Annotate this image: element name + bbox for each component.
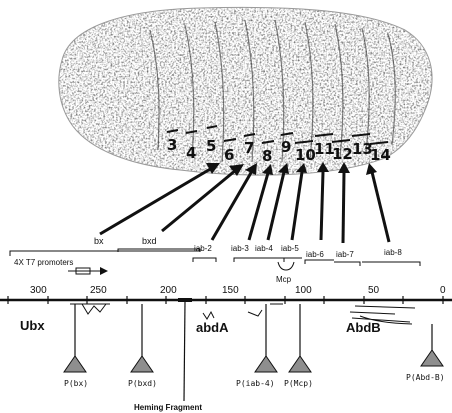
svg-text:P(bxd): P(bxd) (128, 379, 157, 388)
tick-label-250: 250 (90, 285, 107, 296)
arrow-iab4-to-9 (266, 163, 289, 241)
gene-labels: Ubx abdA AbdB (20, 318, 381, 335)
abda-transcript (247, 303, 283, 317)
arrow-iab2-to-7 (210, 163, 257, 241)
promoter-bxd: P(bxd) (128, 304, 157, 388)
region-iab6-bracket (304, 259, 334, 264)
svg-text:12: 12 (332, 145, 353, 163)
arrow-bxd-to-6 (161, 164, 244, 233)
svg-text:7: 7 (244, 139, 254, 157)
svg-text:P(bx): P(bx) (64, 379, 88, 388)
coordinate-axis: 300 250 200 150 100 50 0 (0, 285, 452, 304)
promoters-label: 4X T7 promoters (14, 258, 73, 267)
region-iab4-bracket (260, 257, 285, 262)
promoter-abdb: P(Abd-B) (406, 324, 445, 382)
region-iab8-bracket (362, 261, 421, 266)
svg-text:P(iab-4): P(iab-4) (236, 379, 275, 388)
embryo-image (58, 6, 433, 176)
segment-arrows (99, 162, 391, 244)
segment-label-6: 6 (223, 138, 237, 164)
svg-text:4: 4 (186, 144, 196, 162)
region-iab6-label: iab-6 (306, 250, 324, 259)
promoter-iab4: P(iab-4) (236, 304, 278, 388)
tick-label-150: 150 (222, 285, 239, 296)
arrow-iab6-to-11 (317, 162, 329, 241)
segment-label-5: 5 (206, 125, 218, 155)
tick-label-50: 50 (368, 285, 380, 296)
segment-label-14: 14 (369, 141, 391, 164)
svg-text:5: 5 (206, 137, 216, 155)
region-iab4-label: iab-4 (255, 244, 273, 253)
svg-text:3: 3 (167, 136, 177, 154)
region-bxd-label: bxd (142, 236, 157, 246)
svg-text:10: 10 (295, 146, 316, 164)
svg-text:P(Abd-B): P(Abd-B) (406, 373, 445, 382)
regulatory-regions: bx bxd 4X T7 promoters iab-2 iab-3 iab-4… (9, 236, 421, 284)
region-iab7-bracket (334, 261, 361, 266)
svg-text:13: 13 (352, 140, 373, 158)
promoter-mcp: P(Mcp) (284, 304, 313, 388)
segment-label-4: 4 (185, 130, 198, 162)
region-bxd-bracket (117, 248, 201, 252)
segment-label-12: 12 (331, 139, 353, 163)
region-iab8-label: iab-8 (384, 248, 402, 257)
region-bx-label: bx (94, 236, 104, 246)
region-iab2-label: iab-2 (194, 244, 212, 253)
segment-labels: 3 4 5 6 7 8 9 10 11 12 13 14 (166, 125, 391, 165)
tick-label-100: 100 (295, 285, 312, 296)
arrow-iab7-to-12 (338, 162, 350, 244)
svg-text:8: 8 (262, 147, 272, 165)
gene-abda: abdA (196, 320, 229, 335)
segment-label-13: 13 (351, 133, 373, 158)
segment-label-8: 8 (261, 140, 275, 165)
tick-label-200: 200 (160, 285, 177, 296)
segment-label-10: 10 (294, 140, 316, 164)
heming-fragment-marker (178, 298, 192, 302)
heming-fragment: Heming Fragment (134, 301, 202, 412)
gene-abdb: AbdB (346, 320, 381, 335)
heming-fragment-label: Heming Fragment (134, 403, 202, 412)
segment-label-9: 9 (280, 132, 294, 156)
region-mcp-label: Mcp (276, 275, 292, 284)
arrow-iab5-to-10 (290, 163, 307, 241)
svg-text:P(Mcp): P(Mcp) (284, 379, 313, 388)
axis-ticks (7, 296, 444, 304)
segment-label-7: 7 (243, 133, 256, 157)
arrow-iab3-to-8 (247, 164, 273, 241)
promoter-arrowhead (100, 267, 108, 275)
promoter-markers: P(bx) P(bxd) P(iab-4) P(Mcp) P(Abd-B) (63, 304, 445, 388)
region-iab7-label: iab-7 (336, 250, 354, 259)
segment-label-11: 11 (314, 133, 335, 158)
mcp-brace (277, 261, 295, 271)
promoter-bx: P(bx) (63, 304, 88, 388)
region-iab5-label: iab-5 (281, 244, 299, 253)
transcripts (70, 303, 416, 325)
region-iab3-bracket (233, 257, 260, 262)
svg-text:11: 11 (314, 140, 335, 158)
segment-label-3: 3 (166, 129, 179, 154)
tick-label-0: 0 (440, 285, 446, 296)
svg-text:9: 9 (281, 138, 291, 156)
arrow-bx-to-5 (99, 163, 220, 236)
abda-squiggle (202, 310, 215, 320)
svg-text:14: 14 (370, 146, 391, 164)
svg-text:6: 6 (224, 146, 234, 164)
region-bx-bracket (9, 250, 200, 256)
abdb-transcripts (349, 305, 416, 325)
region-iab3-label: iab-3 (231, 244, 249, 253)
region-iab2-bracket (192, 257, 217, 262)
gene-ubx: Ubx (20, 318, 45, 333)
tick-label-300: 300 (30, 285, 47, 296)
arrow-iab8-to-13 (366, 163, 391, 243)
ubx-transcript (70, 303, 110, 315)
